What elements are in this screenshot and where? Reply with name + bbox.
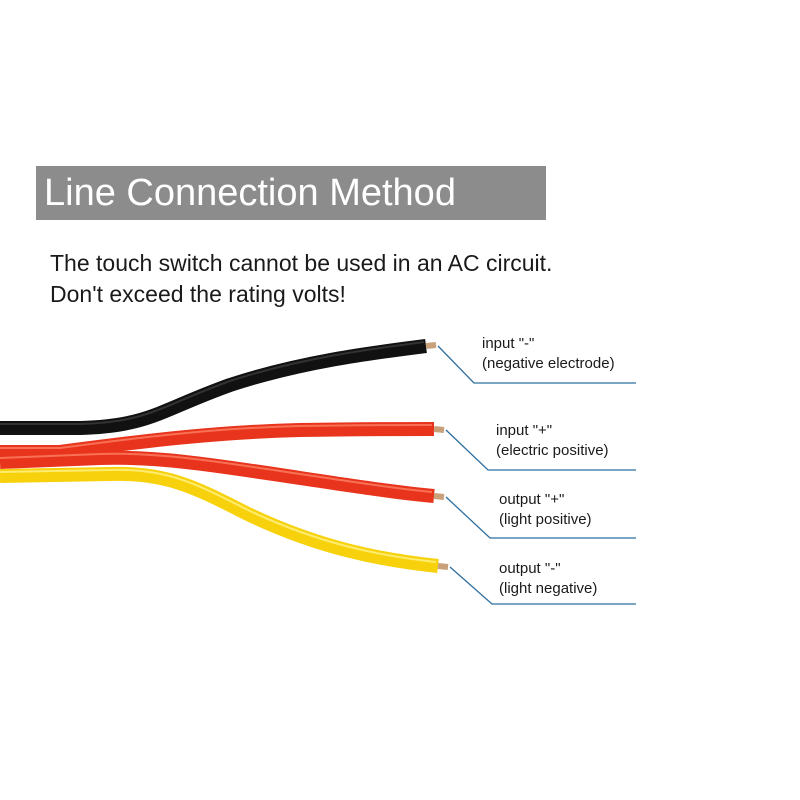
notice-line-1: The touch switch cannot be used in an AC…	[50, 250, 553, 276]
red-wire-2-tip	[433, 493, 445, 500]
label-input-positive-line1: input "+"	[496, 422, 553, 439]
label-output-positive-line1: output "+"	[499, 491, 565, 508]
black-wire-tip	[425, 342, 437, 349]
red-wire-2	[0, 450, 435, 503]
label-input-negative-line1: input "-"	[482, 335, 535, 352]
leader-line-output-negative	[449, 566, 636, 605]
leader-line-input-positive	[445, 429, 636, 471]
notice-line-2: Don't exceed the rating volts!	[50, 281, 346, 307]
label-output-positive-line2: (light positive)	[499, 511, 592, 528]
label-input-negative: input "-" (negative electrode)	[482, 334, 615, 374]
label-input-positive: input "+" (electric positive)	[496, 421, 609, 461]
leader-line-input-negative	[437, 345, 636, 384]
label-output-negative-line2: (light negative)	[499, 580, 598, 597]
red-wire-1-tip	[433, 426, 445, 433]
leader-line-output-positive	[445, 496, 636, 539]
yellow-wire	[0, 466, 439, 573]
label-input-negative-line2: (negative electrode)	[482, 355, 615, 372]
black-wire-highlight	[0, 341, 425, 425]
label-input-positive-line2: (electric positive)	[496, 442, 609, 459]
label-output-positive: output "+" (light positive)	[499, 490, 592, 530]
label-output-negative: output "-" (light negative)	[499, 559, 597, 599]
red-wire-1	[0, 422, 435, 459]
diagram-title: Line Connection Method	[36, 166, 546, 220]
yellow-wire-tip	[437, 563, 449, 570]
label-output-negative-line1: output "-"	[499, 560, 561, 577]
yellow-wire-highlight	[0, 468, 437, 563]
red-wire-2-highlight	[0, 452, 433, 493]
red-wire-1-highlight	[0, 424, 433, 449]
black-wire	[0, 339, 427, 435]
warning-notice: The touch switch cannot be used in an AC…	[50, 248, 770, 310]
